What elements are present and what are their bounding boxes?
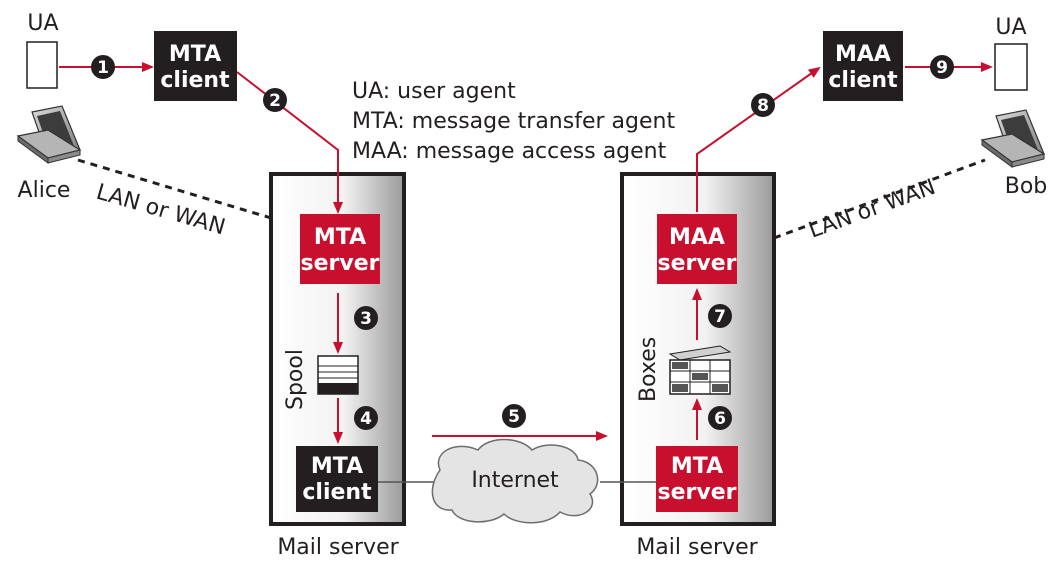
step-badge-3: 3 bbox=[354, 306, 378, 330]
right-mta-server-line1: MTA bbox=[671, 454, 723, 479]
legend-mta: MTA: message transfer agent bbox=[352, 109, 675, 134]
right-maa-client-box bbox=[823, 31, 903, 101]
left-mta-client-box bbox=[154, 31, 237, 101]
left-mail-server-caption: Mail server bbox=[277, 535, 399, 560]
left-mta-server-line1: MTA bbox=[314, 225, 366, 250]
right-network-label: LAN or WAN bbox=[806, 175, 939, 244]
legend-maa: MAA: message access agent bbox=[352, 139, 667, 164]
flow-arrow-8 bbox=[696, 66, 821, 212]
step-badge-7: 7 bbox=[708, 304, 732, 328]
step-badge-5: 5 bbox=[502, 404, 526, 428]
spool-icon bbox=[317, 355, 359, 395]
alice-label: Alice bbox=[18, 178, 71, 203]
bob-laptop-icon bbox=[980, 109, 1046, 168]
alice-laptop-icon bbox=[16, 105, 82, 164]
left-outgoing-mta-client-box bbox=[296, 446, 378, 512]
left-outgoing-mta-client-line2: client bbox=[302, 480, 372, 505]
boxes-label: Boxes bbox=[636, 337, 661, 402]
left-mta-server-box bbox=[300, 214, 380, 284]
left-ua-label: UA bbox=[27, 11, 58, 36]
right-ua-box bbox=[994, 43, 1028, 91]
internet-label: Internet bbox=[471, 468, 559, 493]
step-badge-6: 6 bbox=[708, 406, 732, 430]
bob-label: Bob bbox=[1005, 174, 1048, 199]
right-maa-client-line2: client bbox=[828, 68, 898, 93]
internet-cloud bbox=[431, 438, 599, 524]
right-mta-server-line2: server bbox=[658, 480, 737, 505]
left-ua-box bbox=[26, 41, 58, 89]
right-maa-server-box bbox=[657, 214, 737, 284]
left-mta-client-line2: client bbox=[160, 68, 230, 93]
right-maa-server-line1: MAA bbox=[669, 225, 725, 250]
left-outgoing-mta-client-line1: MTA bbox=[311, 454, 363, 479]
svg-text:2: 2 bbox=[269, 91, 281, 111]
svg-text:1: 1 bbox=[97, 58, 109, 78]
right-mail-server-caption: Mail server bbox=[636, 535, 758, 560]
step-badge-4: 4 bbox=[354, 406, 378, 430]
step-badge-2: 2 bbox=[263, 88, 287, 112]
right-mta-server-box bbox=[656, 446, 738, 512]
legend-ua: UA: user agent bbox=[352, 79, 516, 104]
svg-text:8: 8 bbox=[757, 96, 769, 116]
svg-text:6: 6 bbox=[714, 409, 726, 429]
step-badge-9: 9 bbox=[930, 55, 954, 79]
svg-text:7: 7 bbox=[714, 307, 726, 327]
step-badge-1: 1 bbox=[91, 55, 115, 79]
svg-text:9: 9 bbox=[936, 58, 948, 78]
svg-text:4: 4 bbox=[360, 409, 372, 429]
left-network-label: LAN or WAN bbox=[93, 180, 228, 241]
step-badge-8: 8 bbox=[751, 93, 775, 117]
svg-text:5: 5 bbox=[508, 407, 520, 427]
left-mta-server-line2: server bbox=[301, 251, 380, 276]
right-maa-client-line1: MAA bbox=[835, 42, 891, 67]
svg-text:3: 3 bbox=[360, 309, 372, 329]
right-maa-server-line2: server bbox=[658, 251, 737, 276]
spool-label: Spool bbox=[283, 349, 308, 410]
right-ua-label: UA bbox=[995, 15, 1026, 40]
mailboxes-icon bbox=[668, 345, 732, 395]
right-lan-wan-line bbox=[773, 158, 986, 240]
left-mta-client-line1: MTA bbox=[169, 42, 221, 67]
